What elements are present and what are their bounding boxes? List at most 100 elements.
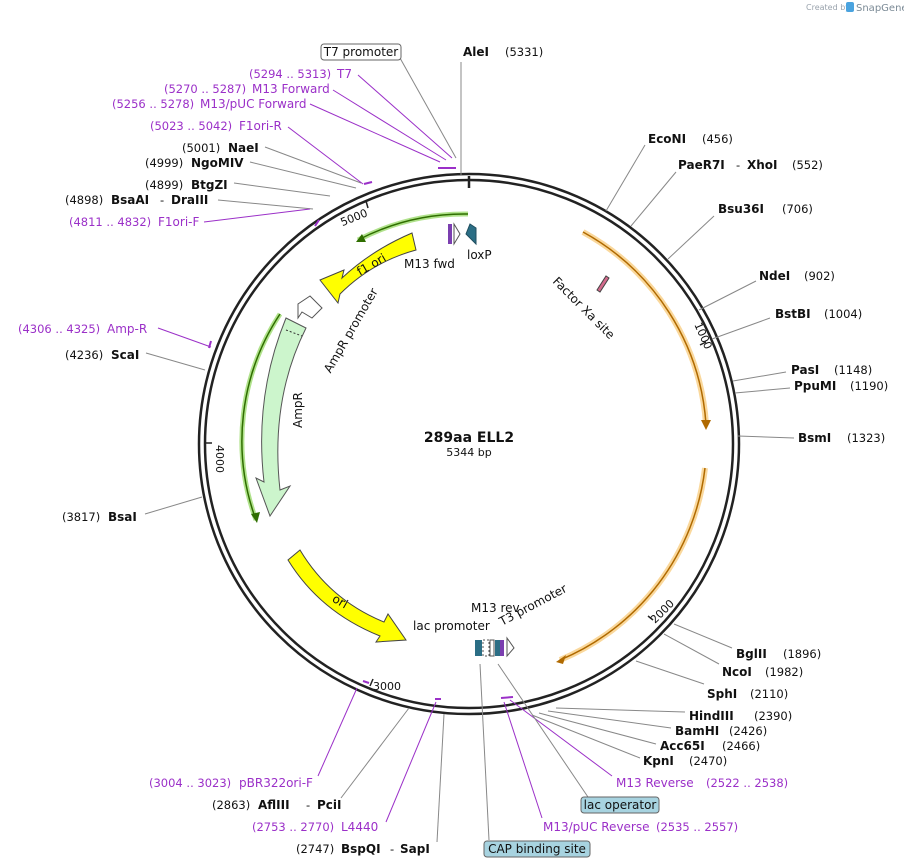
ori-label: ori (330, 591, 351, 611)
ampr-promoter-arrow (297, 295, 323, 320)
enzyme-pasi-pos: (1148) (834, 363, 872, 377)
m13-fwd-feature (448, 222, 461, 246)
enzyme-bsmi-name: BsmI (798, 431, 831, 445)
enzyme-bamhi-name: BamHI (675, 724, 719, 738)
enzyme-bsai-pos: (3817) (62, 510, 100, 524)
enzyme-bsaai-pos: (4898) (65, 193, 103, 207)
enzyme-ncoi-pos: (1982) (765, 665, 803, 679)
enzyme-scai-pos: (4236) (65, 348, 103, 362)
enzyme-econi-pos: (456) (702, 132, 733, 146)
primer-f1ori-r-range: (5023 .. 5042) (150, 119, 232, 133)
enzyme-paer7i-name: PaeR7I (678, 158, 725, 172)
m13-rev-label: M13 rev (471, 601, 520, 615)
orf-feature (556, 229, 711, 664)
primer-f1ori-f-range: (4811 .. 4832) (69, 215, 151, 229)
enzyme-naei-name: NaeI (228, 141, 259, 155)
snapgene-logo-icon (846, 2, 854, 12)
enzyme-bspqi-sep: - (390, 842, 394, 856)
f1-ori-arrow (319, 232, 417, 305)
enzyme-bsu36i-pos: (706) (782, 202, 813, 216)
primer-m13puc-rev-name: M13/pUC Reverse (543, 820, 650, 834)
primer-pbr322ori-f-range: (3004 .. 3023) (149, 776, 231, 790)
primer-m13rev-name: M13 Reverse (616, 776, 694, 790)
snapgene-brand: SnapGene (856, 3, 904, 14)
enzyme-bstbi-name: BstBI (775, 307, 811, 321)
enzyme-bsmi-pos: (1323) (847, 431, 885, 445)
enzyme-acc65i-name: Acc65I (660, 739, 705, 753)
enzyme-bspqi-name: BspQI (341, 842, 381, 856)
enzyme-alei-name: AleI (463, 45, 489, 59)
enzyme-kpni-name: KpnI (643, 754, 674, 768)
enzyme-ndei-pos: (902) (804, 269, 835, 283)
cap-site-box: CAP binding site (483, 840, 591, 858)
primer-m13fwd-range: (5270 .. 5287) (164, 82, 246, 96)
enzyme-btgzi-pos: (4899) (145, 178, 183, 192)
tick-label-3000: 3000 (373, 680, 401, 693)
cap-site-label: CAP binding site (488, 842, 586, 856)
factor-xa-feature (596, 275, 610, 293)
enzyme-bstbi-pos: (1004) (824, 307, 862, 321)
m13-fwd-label: M13 fwd (404, 257, 455, 271)
enzyme-scai-name: ScaI (111, 348, 139, 362)
enzyme-sapi-name: SapI (400, 842, 430, 856)
enzyme-ngomiv-pos: (4999) (145, 156, 183, 170)
ori-arrow (287, 549, 407, 643)
plasmid-length: 5344 bp (446, 446, 491, 459)
lac-operator-box: lac operator (580, 796, 660, 814)
enzyme-ngomiv-name: NgoMIV (191, 156, 244, 170)
enzyme-alei-pos: (5331) (505, 45, 543, 59)
enzyme-ndei-name: NdeI (759, 269, 790, 283)
factor-xa-label: Factor Xa site (550, 274, 618, 342)
loxp-label: loxP (467, 248, 492, 262)
primer-pbr322ori-f-name: pBR322ori-F (239, 776, 313, 790)
green-arcs (239, 211, 469, 523)
ampr-label: AmpR (291, 392, 305, 428)
primer-f1ori-f-name: F1ori-F (158, 215, 199, 229)
primer-l4440-name: L4440 (341, 820, 378, 834)
t7-promoter-box: T7 promoter (320, 43, 402, 61)
enzyme-bglii-pos: (1896) (783, 647, 821, 661)
credit-text: Created by (806, 3, 850, 12)
ampr-arrow (255, 317, 307, 518)
primer-m13puc-fwd-name: M13/pUC Forward (200, 97, 307, 111)
enzyme-afliii-name: AflIII (258, 798, 290, 812)
enzyme-kpni-pos: (2470) (689, 754, 727, 768)
enzyme-xhoi-name: XhoI (747, 158, 778, 172)
t7-promoter-label: T7 promoter (323, 45, 399, 59)
primer-leaders (157, 74, 613, 823)
primer-m13puc-fwd-range: (5256 .. 5278) (112, 97, 194, 111)
enzyme-bamhi-pos: (2426) (729, 724, 767, 738)
plasmid-name: 289aa ELL2 (424, 430, 514, 446)
primer-t7-range: (5294 .. 5313) (249, 67, 331, 81)
tick-label-5000: 5000 (339, 206, 370, 229)
enzyme-hindiii-name: HindIII (689, 709, 734, 723)
enzyme-pasi-name: PasI (791, 363, 819, 377)
enzyme-sphi-pos: (2110) (750, 687, 788, 701)
enzyme-bsu36i-name: Bsu36I (718, 202, 764, 216)
ampr-promoter-overlap (285, 329, 303, 337)
lac-region-features (475, 636, 515, 658)
enzyme-paer7i-pos: (552) (792, 158, 823, 172)
primer-m13rev-range: (2522 .. 2538) (706, 776, 788, 790)
enzyme-ppumi-name: PpuMI (794, 379, 836, 393)
enzyme-afliii-pos: (2863) (212, 798, 250, 812)
primer-m13fwd-name: M13 Forward (252, 82, 330, 96)
enzyme-sphi-name: SphI (707, 687, 737, 701)
enzyme-paer7i-sep: - (736, 158, 740, 172)
enzyme-bspqi-pos: (2747) (296, 842, 334, 856)
enzyme-ncoi-name: NcoI (722, 665, 752, 679)
enzyme-pcii-name: PciI (317, 798, 342, 812)
enzyme-btgzi-name: BtgZI (191, 178, 228, 192)
enzyme-bsaai-name: BsaAI (111, 193, 149, 207)
enzyme-bglii-name: BglII (736, 647, 767, 661)
enzyme-bsaai-sep: - (160, 193, 164, 207)
primer-t7-name: T7 (336, 67, 352, 81)
primer-amp-r-range: (4306 .. 4325) (18, 322, 100, 336)
enzyme-leaders (144, 62, 795, 843)
primer-f1ori-r-name: F1ori-R (239, 119, 282, 133)
enzyme-econi-name: EcoNI (648, 132, 686, 146)
loxp-feature (465, 223, 477, 246)
primer-l4440-range: (2753 .. 2770) (252, 820, 334, 834)
tick-label-4000: 4000 (213, 445, 226, 473)
